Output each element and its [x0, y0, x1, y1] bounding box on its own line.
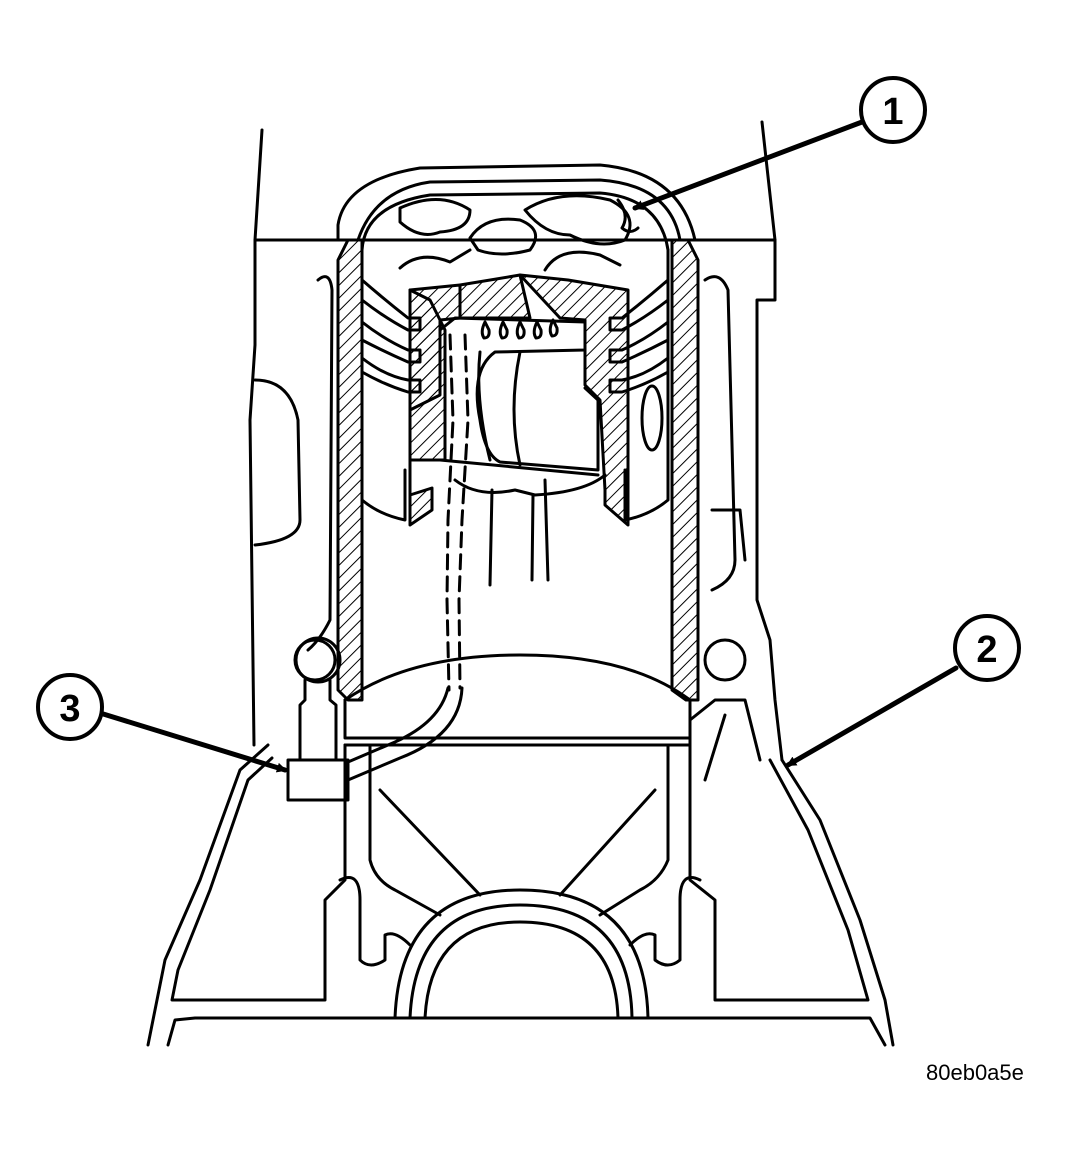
callout-1-number: 1: [882, 91, 903, 133]
callout-2-number: 2: [976, 629, 997, 671]
callout-2-leader: [785, 665, 959, 768]
callout-3: 3: [36, 673, 104, 741]
callout-3-leader: [97, 710, 288, 773]
cylinder-liner: [336, 163, 700, 702]
callout-2: 2: [953, 614, 1021, 682]
figure-id-label: 80eb0a5e: [926, 1060, 1024, 1085]
callout-3-number: 3: [59, 688, 80, 730]
crankcase: [338, 653, 727, 1020]
piston-cooling-jet: [286, 636, 464, 802]
oil-spray-stream: [445, 333, 470, 692]
engine-block: [146, 120, 895, 1047]
callout-1-leader: [632, 119, 865, 211]
piston: [360, 191, 670, 587]
callout-1: 1: [859, 76, 927, 144]
